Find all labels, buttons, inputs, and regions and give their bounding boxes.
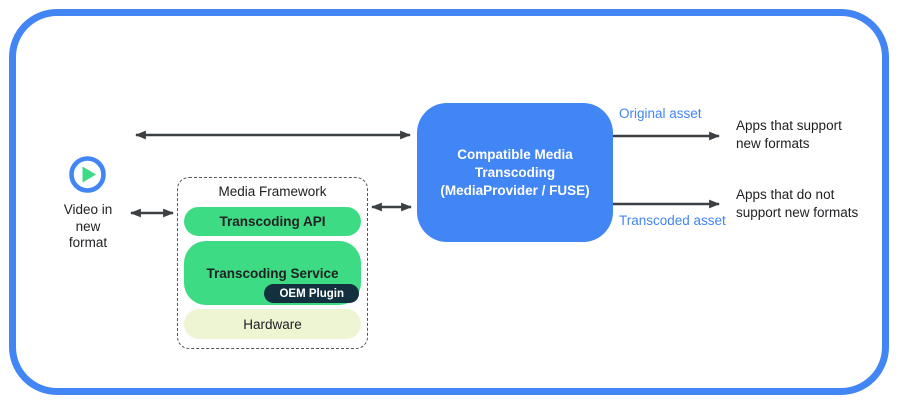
layer-transcoding-api-label: Transcoding API xyxy=(219,214,326,229)
layer-transcoding-service: Transcoding Service OEM Plugin xyxy=(184,241,361,305)
video-source-label: Video in new format xyxy=(63,202,113,250)
play-icon xyxy=(69,156,106,193)
transcoder-box: Compatible Media Transcoding (MediaProvi… xyxy=(417,103,613,242)
oem-plugin-badge: OEM Plugin xyxy=(264,284,359,303)
media-framework-title: Media Framework xyxy=(218,184,327,199)
apps-no-support-label: Apps that do not support new formats xyxy=(736,187,859,220)
outer-frame xyxy=(9,9,889,395)
apps-support-label: Apps that support new formats xyxy=(736,118,842,151)
transcoder-title: Compatible Media Transcoding (MediaProvi… xyxy=(440,146,590,198)
layer-transcoding-api: Transcoding API xyxy=(184,207,361,236)
layer-transcoding-service-label: Transcoding Service xyxy=(206,265,339,281)
original-asset-label: Original asset xyxy=(619,106,702,121)
media-framework-box: Media Framework Transcoding API Transcod… xyxy=(177,177,368,349)
layer-hardware-label: Hardware xyxy=(243,316,302,332)
layer-hardware: Hardware xyxy=(184,309,361,339)
transcoded-asset-label: Transcoded asset xyxy=(619,213,726,228)
